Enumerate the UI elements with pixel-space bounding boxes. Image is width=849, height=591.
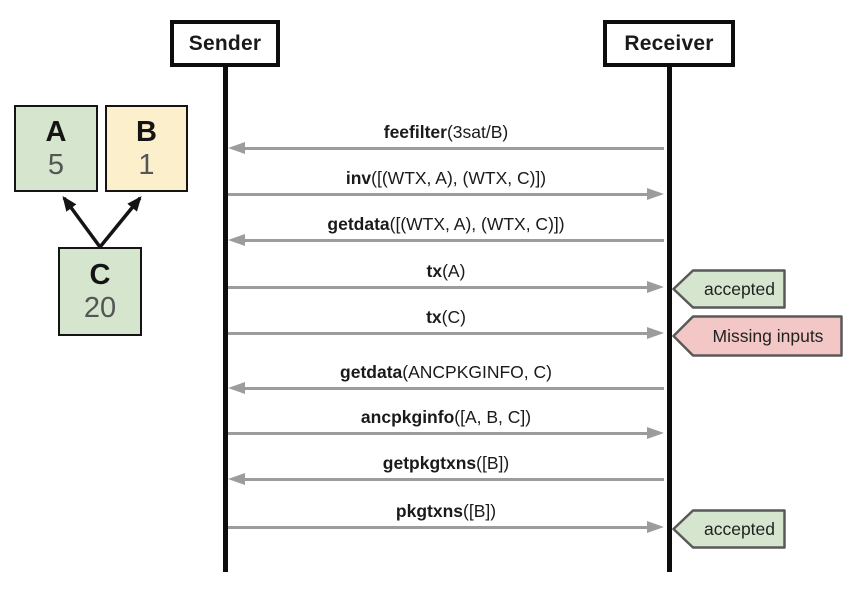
message-label-getdata: getdata([(WTX, A), (WTX, C)]) <box>228 211 664 237</box>
message-name: tx <box>426 261 443 281</box>
message-arrow-line <box>228 286 647 289</box>
edge-c-to-a <box>62 195 102 249</box>
graph-edges <box>62 195 142 249</box>
result-tag-missing-inputs: Missing inputs <box>672 315 843 357</box>
message-label-tx: tx(C) <box>228 304 664 330</box>
message-args: (C) <box>441 307 466 327</box>
actor-sender: Sender <box>170 20 280 67</box>
message-arrow-line <box>228 526 647 529</box>
message-label-inv: inv([(WTX, A), (WTX, C)]) <box>228 165 664 191</box>
receiver-lifeline <box>667 67 672 572</box>
message-arrow-line <box>245 387 664 390</box>
message-name: getdata <box>327 214 390 234</box>
message-label-pkgtxns: pkgtxns([B]) <box>228 498 664 524</box>
message-name: getdata <box>340 362 403 382</box>
node-fee-value: 1 <box>138 148 155 181</box>
message-args: (A) <box>442 261 466 281</box>
tag-shape <box>672 509 786 549</box>
message-args: ([(WTX, A), (WTX, C)]) <box>389 214 565 234</box>
message-arrow-line <box>228 332 647 335</box>
arrowhead-right-icon <box>647 281 664 293</box>
arrowhead-right-icon <box>647 427 664 439</box>
tag-text: Missing inputs <box>712 325 824 346</box>
actor-receiver: Receiver <box>603 20 735 67</box>
message-label-ancpkginfo: ancpkginfo([A, B, C]) <box>228 404 664 430</box>
arrowhead-left-icon <box>228 382 245 394</box>
message-args: ([A, B, C]) <box>454 407 532 427</box>
node-label: B <box>136 116 157 149</box>
result-tag-accepted: accepted <box>672 269 786 309</box>
message-args: (3sat/B) <box>446 122 509 142</box>
node-label: C <box>89 259 111 292</box>
arrowhead-left-icon <box>228 234 245 246</box>
message-name: pkgtxns <box>395 501 464 521</box>
message-name: ancpkginfo <box>360 407 455 427</box>
message-label-tx: tx(A) <box>228 258 664 284</box>
arrowhead-right-icon <box>647 188 664 200</box>
message-args: ([B]) <box>463 501 497 521</box>
node-fee-value: 20 <box>83 291 117 324</box>
message-label-getdata: getdata(ANCPKGINFO, C) <box>228 359 664 385</box>
message-name: getpkgtxns <box>382 453 477 473</box>
node-label: A <box>45 116 67 149</box>
message-args: ([B]) <box>476 453 510 473</box>
arrowhead-left-icon <box>228 142 245 154</box>
tag-shape <box>672 315 843 357</box>
message-arrow-line <box>245 239 664 242</box>
message-arrow-line <box>228 432 647 435</box>
arrowhead-left-icon <box>228 473 245 485</box>
edge-c-to-b <box>98 196 142 249</box>
sender-lifeline <box>223 67 228 572</box>
arrowhead-right-icon <box>647 327 664 339</box>
message-name: feefilter <box>383 122 447 142</box>
message-label-feefilter: feefilter(3sat/B) <box>228 119 664 145</box>
arrowhead-right-icon <box>647 521 664 533</box>
result-tag-accepted: accepted <box>672 509 786 549</box>
message-name: inv <box>345 168 372 188</box>
tag-text: accepted <box>703 278 776 299</box>
message-arrow-line <box>245 478 664 481</box>
message-arrow-line <box>245 147 664 150</box>
tag-text: accepted <box>703 518 776 539</box>
message-arrow-line <box>228 193 647 196</box>
node-fee-value: 5 <box>47 148 65 181</box>
tag-shape <box>672 269 786 309</box>
message-label-getpkgtxns: getpkgtxns([B]) <box>228 450 664 476</box>
message-name: tx <box>426 307 442 327</box>
message-args: ([(WTX, A), (WTX, C)]) <box>371 168 547 188</box>
message-args: (ANCPKGINFO, C) <box>402 362 552 382</box>
